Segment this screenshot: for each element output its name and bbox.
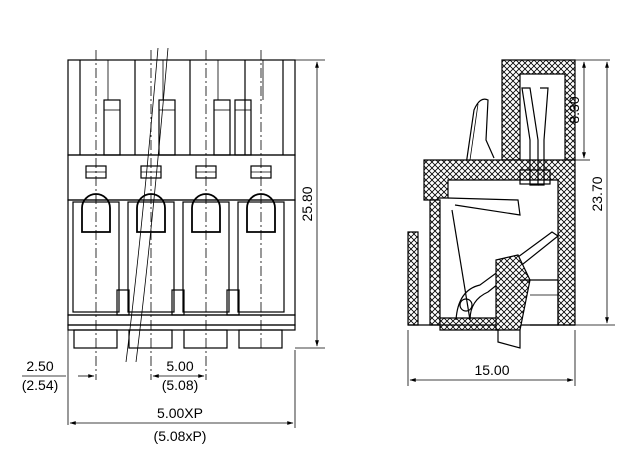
- dim-side-top: 8.30: [566, 59, 610, 161]
- total-label: 5.00XP: [157, 405, 203, 421]
- front-wire-entries: [72, 193, 285, 316]
- front-ribs: [79, 60, 284, 155]
- side-view: 8.30 23.70 15.00: [407, 59, 615, 386]
- pitch-label: 5.00: [166, 358, 193, 374]
- edge-label-alt: (2.54): [22, 377, 59, 393]
- side-clamp: [447, 197, 560, 321]
- edge-label: 2.50: [26, 358, 53, 374]
- side-top-label: 8.30: [566, 96, 582, 123]
- side-height-label: 23.70: [589, 176, 605, 211]
- side-release-lever: [465, 98, 495, 166]
- dim-side-width: 15.00: [407, 330, 576, 386]
- pitch-label-alt: (5.08): [162, 377, 199, 393]
- dim-pitch: 5.00 (5.08): [152, 358, 205, 393]
- front-base: [67, 314, 296, 349]
- side-width-label: 15.00: [474, 362, 509, 378]
- front-pin-tabs: [103, 99, 252, 156]
- front-view: 25.80 2.50 (2.54) 5.00 (5.08) 5.00XP (5.…: [22, 47, 325, 444]
- front-release-slots: [85, 165, 272, 179]
- side-wire-entry: [495, 254, 531, 331]
- dim-edge-offset: 2.50 (2.54): [22, 330, 95, 425]
- side-contact-spring: [519, 87, 551, 186]
- front-centerlines: [95, 50, 262, 380]
- dim-side-height: 23.70: [575, 61, 615, 326]
- dim-total-width: 5.00XP (5.08xP): [69, 350, 296, 444]
- total-label-alt: (5.08xP): [154, 428, 207, 444]
- front-height-label: 25.80: [299, 186, 315, 221]
- dim-front-height: 25.80: [295, 59, 325, 349]
- front-break-lines: [125, 47, 169, 363]
- side-foot: [497, 330, 521, 349]
